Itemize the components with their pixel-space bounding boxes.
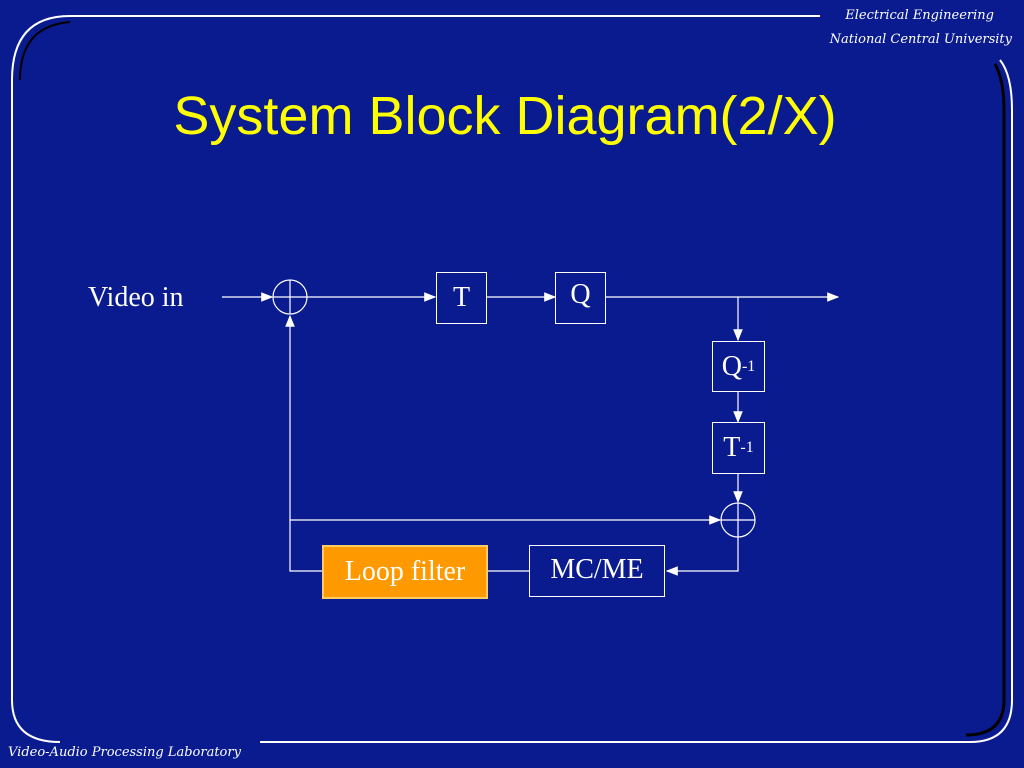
affiliation-university: National Central University: [829, 32, 1012, 47]
loop-filter-block-label: Loop filter: [344, 556, 466, 587]
lab-footer: Video-Audio Processing Laboratory: [8, 745, 241, 760]
inverse-quantizer-block: Q-1: [712, 341, 765, 392]
video-in-label: Video in: [88, 282, 184, 313]
quantizer-block-label: Q: [570, 279, 591, 310]
slide-title: System Block Diagram(2/X): [173, 86, 837, 146]
loop-filter-block: Loop filter: [322, 545, 488, 599]
arrow-summer2-to-mcme: [665, 537, 739, 576]
mcme-block: MC/ME: [529, 545, 665, 597]
inverse-transform-base: T: [723, 432, 741, 463]
transform-block-label: T: [452, 282, 471, 313]
affiliation-department: Electrical Engineering: [845, 8, 994, 23]
mcme-block-label: MC/ME: [550, 554, 644, 585]
inverse-transform-block: T-1: [712, 422, 765, 474]
inverse-quantizer-base: Q: [721, 350, 742, 382]
quantizer-block: Q: [555, 272, 606, 324]
transform-block: T: [436, 272, 487, 324]
arrow-loopfilter-to-summer: [285, 314, 323, 572]
